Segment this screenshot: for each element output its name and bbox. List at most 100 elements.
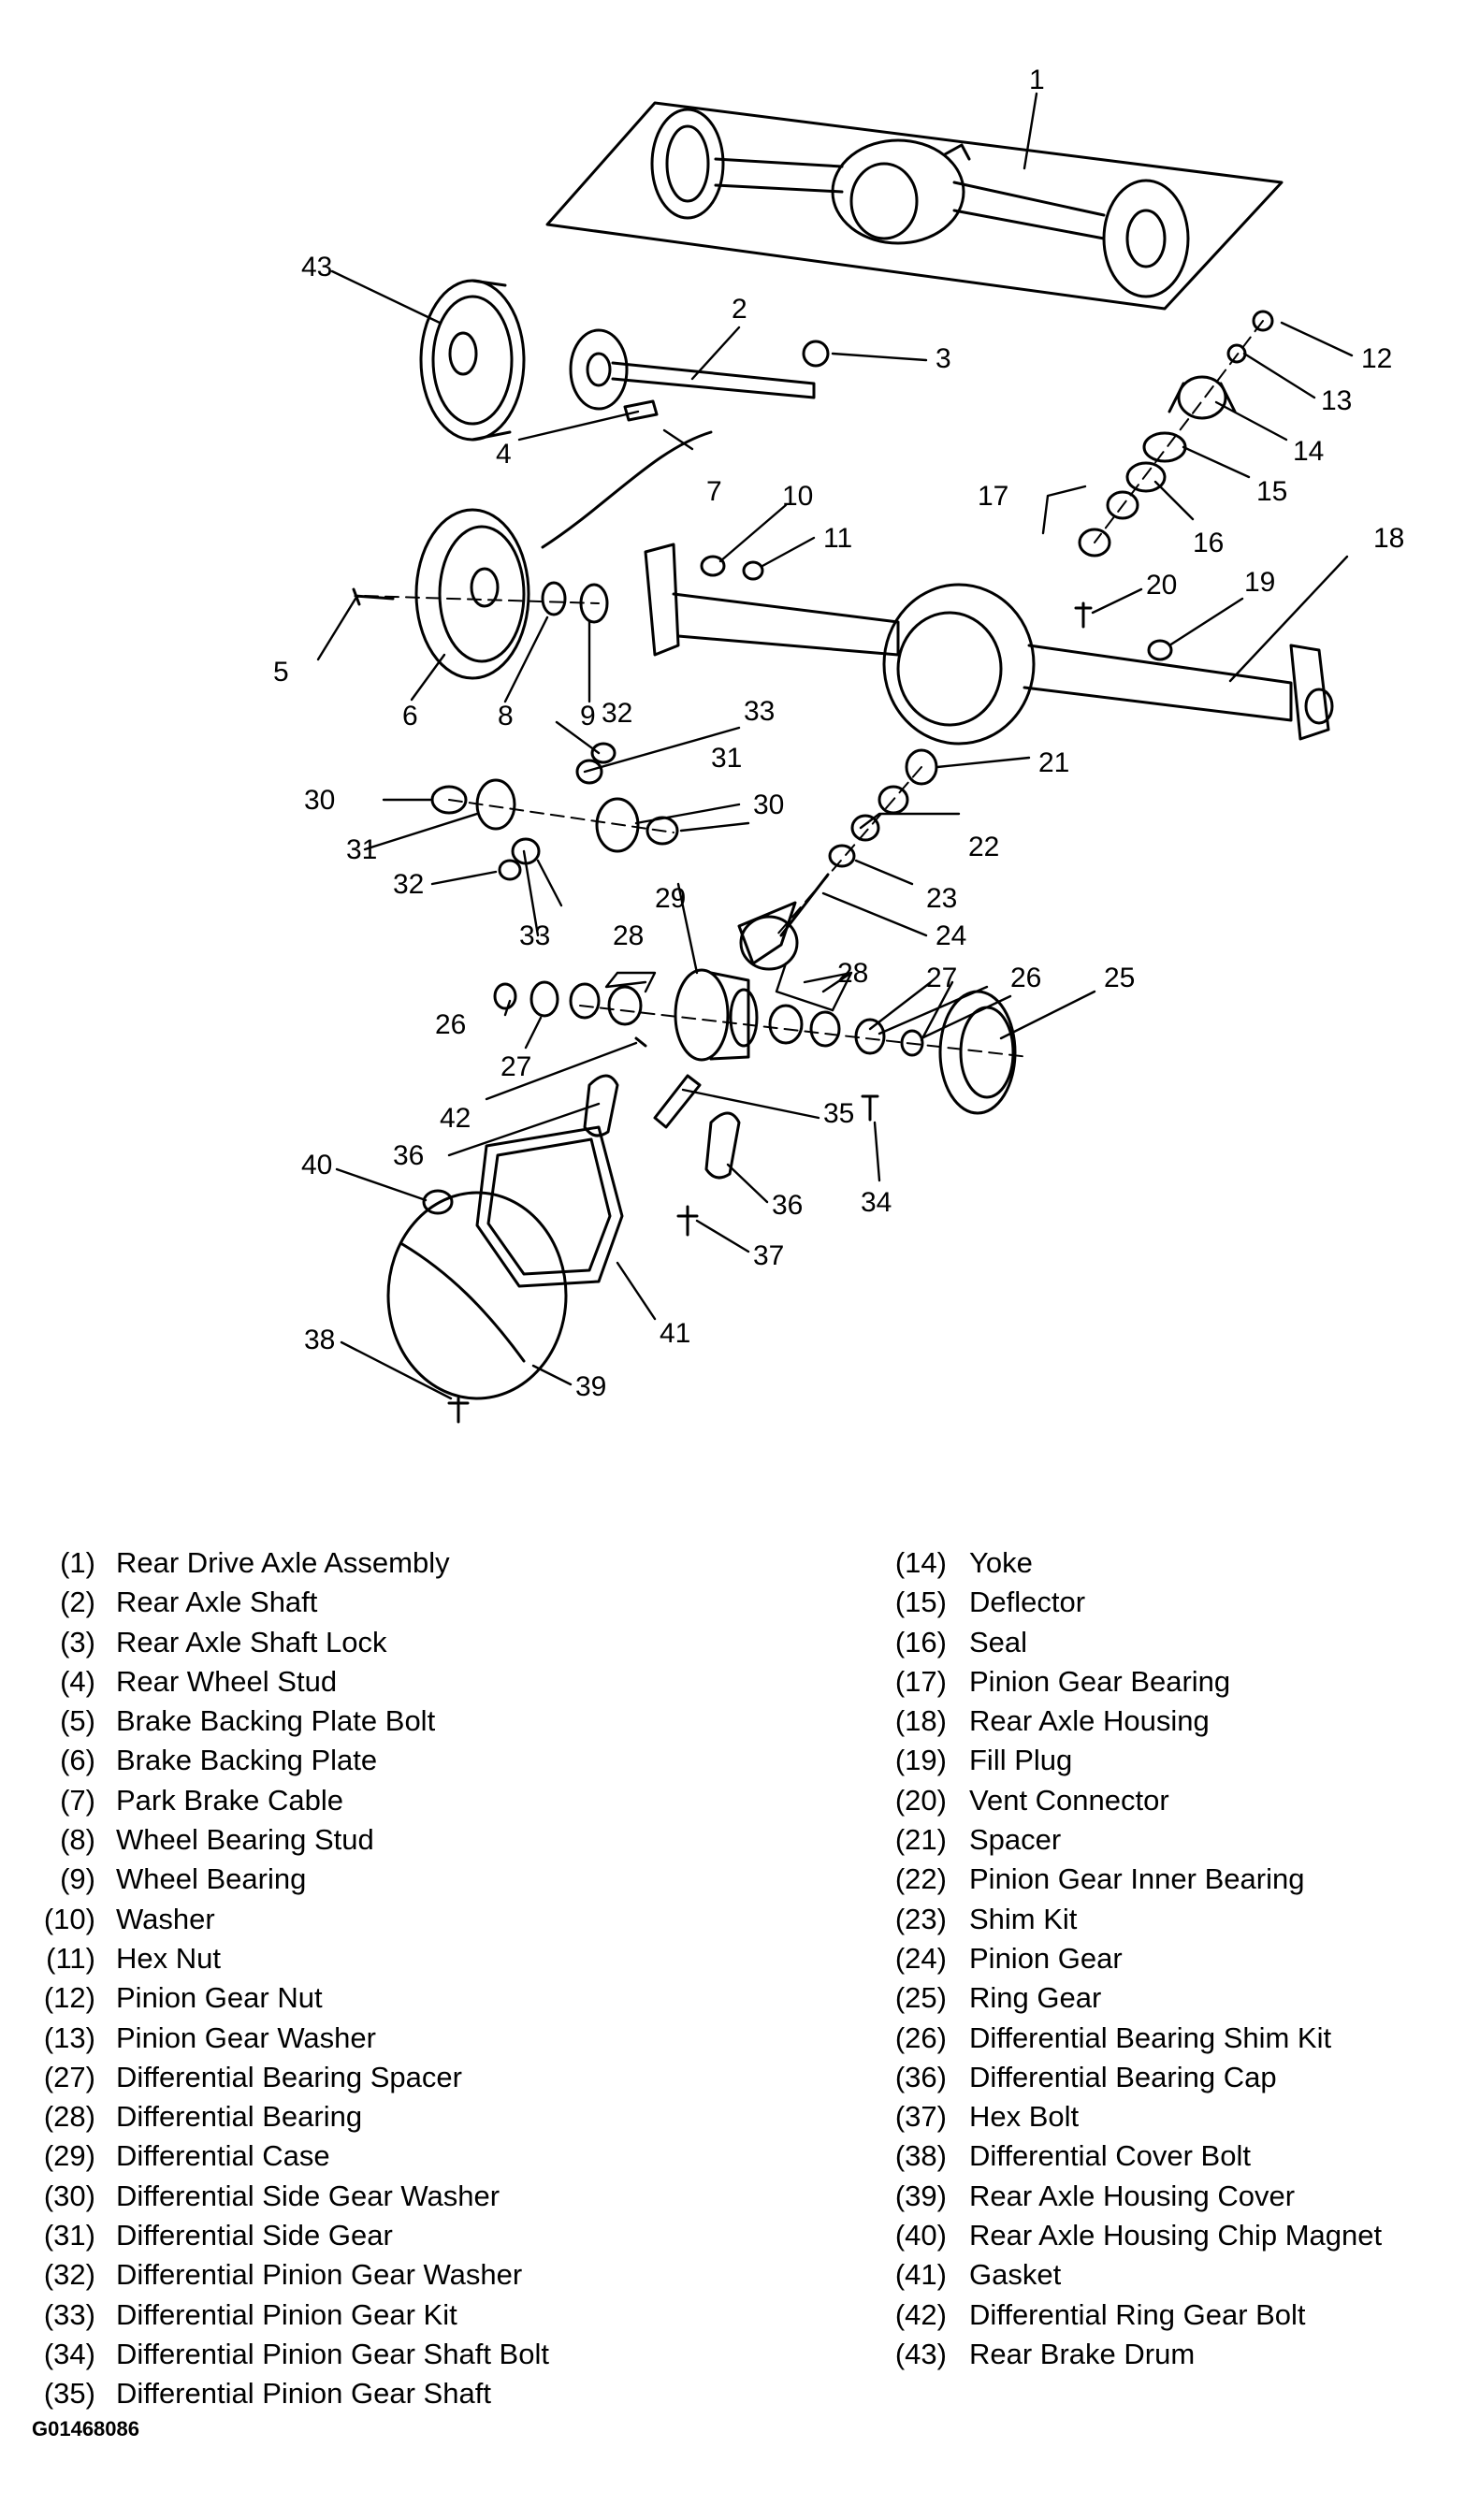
legend-row: (22)Pinion Gear Inner Bearing: [879, 1860, 1382, 1899]
callout-32-bottom: 32: [393, 869, 424, 900]
callout-39: 39: [575, 1371, 606, 1402]
legend-number: (42): [894, 2297, 947, 2331]
legend-row: (42) Differential Ring Gear Bolt: [879, 2296, 1382, 2335]
legend-row: (4)Rear Wheel Stud: [28, 1662, 549, 1702]
pinion-shaft-bolt: [861, 1094, 879, 1122]
diff-bearing-left-b: [607, 985, 643, 1026]
legend-number: (36): [894, 2060, 947, 2093]
wheel-stud: [623, 399, 659, 422]
axle-shaft-lock: [802, 340, 830, 368]
legend-label: Differential Bearing Cap: [969, 2060, 1277, 2093]
legend-row: (8)Wheel Bearing Stud: [28, 1820, 549, 1860]
legend-label: Differential Ring Gear Bolt: [969, 2297, 1306, 2331]
callout-7: 7: [706, 476, 722, 507]
callout-42: 42: [440, 1103, 471, 1134]
callout-31-right: 31: [711, 743, 742, 774]
backing-plate-bolt: [352, 587, 395, 606]
legend-label: Shim Kit: [969, 1902, 1078, 1935]
vent-connector: [1074, 601, 1093, 629]
callout-12: 12: [1361, 343, 1392, 374]
shim-kit-right: [900, 1029, 924, 1057]
legend-label: Differential Side Gear: [116, 2219, 393, 2252]
callout-11: 11: [823, 523, 852, 554]
legend-row: (21)Spacer: [879, 1820, 1382, 1860]
callout-1: 1: [1029, 65, 1045, 95]
legend-row: (11)Hex Nut: [28, 1939, 549, 1978]
callout-15: 15: [1256, 476, 1287, 507]
legend-label: Hex Bolt: [969, 2100, 1080, 2134]
legend-label: Differential Pinion Gear Washer: [116, 2258, 523, 2292]
legend-label: Differential Pinion Gear Shaft Bolt: [116, 2337, 549, 2370]
callout-25: 25: [1104, 963, 1135, 993]
legend-number: (14): [894, 1546, 947, 1579]
callout-2: 2: [732, 294, 747, 325]
legend-label: Hex Nut: [116, 1941, 221, 1975]
leader-lines: [316, 92, 1354, 1400]
callout-8: 8: [498, 701, 514, 731]
callout-6: 6: [402, 701, 418, 731]
legend-number: (2): [60, 1586, 95, 1619]
legend-number: (13): [43, 2020, 95, 2054]
legend-row: (14)Yoke: [879, 1543, 1382, 1583]
callout-43: 43: [301, 252, 332, 282]
callout-10: 10: [782, 481, 813, 512]
legend-row: (7)Park Brake Cable: [28, 1781, 549, 1820]
legend-number: (27): [43, 2060, 95, 2093]
legend-number: (43): [894, 2337, 947, 2370]
chip-magnet: [422, 1189, 454, 1215]
legend-number: (12): [43, 1981, 95, 2015]
legend-number: (35): [43, 2377, 95, 2411]
legend-number: (3): [60, 1625, 95, 1658]
bearing-cap-right: [704, 1111, 741, 1180]
callout-16: 16: [1193, 528, 1224, 558]
legend-label: Pinion Gear Inner Bearing: [969, 1862, 1305, 1896]
legend-row: (41)Gasket: [879, 2255, 1382, 2295]
legend-row: (30)Differential Side Gear Washer: [28, 2177, 549, 2216]
legend-row: (15)Deflector: [879, 1583, 1382, 1622]
legend-row: (28)Differential Bearing: [28, 2097, 549, 2136]
legend-label: Vent Connector: [969, 1783, 1169, 1817]
legend-left-column: (1)Rear Drive Axle Assembly (2)Rear Axle…: [28, 1543, 549, 2414]
legend-row: (6)Brake Backing Plate: [28, 1741, 549, 1780]
legend-label: Rear Axle Shaft Lock: [116, 1625, 387, 1658]
legend-row: (24)Pinion Gear: [879, 1939, 1382, 1978]
legend-label: Differential Pinion Gear Shaft: [116, 2377, 491, 2411]
park-brake-cable: [541, 430, 713, 549]
legend-row: (37)Hex Bolt: [879, 2097, 1382, 2136]
legend-row: (23)Shim Kit: [879, 1900, 1382, 1939]
legend-label: Pinion Gear Bearing: [969, 1664, 1231, 1698]
pinion-inner-bearing-b: [850, 814, 880, 842]
legend-row: (43) Rear Brake Drum: [879, 2335, 1382, 2374]
legend-number: (6): [60, 1744, 95, 1777]
legend-number: (31): [43, 2219, 95, 2252]
callout-28-right: 28: [837, 958, 868, 989]
legend-number: (39): [894, 2179, 947, 2212]
legend-row: (33)Differential Pinion Gear Kit: [28, 2296, 549, 2335]
legend-label: Differential Side Gear Washer: [116, 2179, 500, 2212]
ring-gear-bolt: [634, 1036, 647, 1048]
wheel-bearing-stud: [541, 581, 567, 616]
legend-label: Rear Axle Housing Cover: [969, 2179, 1296, 2212]
callout-36-left: 36: [393, 1140, 424, 1171]
callout-32-top: 32: [602, 698, 632, 729]
callout-30-left: 30: [304, 785, 335, 816]
legend-label: Differential Case: [116, 2139, 330, 2173]
legend-number: (1): [60, 1546, 95, 1579]
legend-row: (18)Rear Axle Housing: [879, 1702, 1382, 1741]
gasket-inner: [486, 1137, 612, 1276]
bearing-spacer-right: [854, 1018, 886, 1055]
callout-37: 37: [753, 1240, 784, 1271]
legend-number: (18): [894, 1704, 947, 1738]
callout-26-right: 26: [1010, 963, 1041, 993]
bearing-spacer-left: [529, 980, 559, 1018]
legend-label: Rear Brake Drum: [969, 2337, 1196, 2370]
legend-number: (21): [894, 1823, 947, 1857]
legend-label: Deflector: [969, 1586, 1086, 1619]
legend-row: (9)Wheel Bearing: [28, 1860, 549, 1899]
differential-case: [674, 968, 759, 1062]
callout-36-right: 36: [772, 1190, 803, 1221]
callout-34: 34: [861, 1187, 892, 1218]
legend-row: (17)Pinion Gear Bearing: [879, 1662, 1382, 1702]
legend-label: Brake Backing Plate Bolt: [116, 1704, 436, 1738]
callout-17: 17: [978, 481, 1008, 512]
